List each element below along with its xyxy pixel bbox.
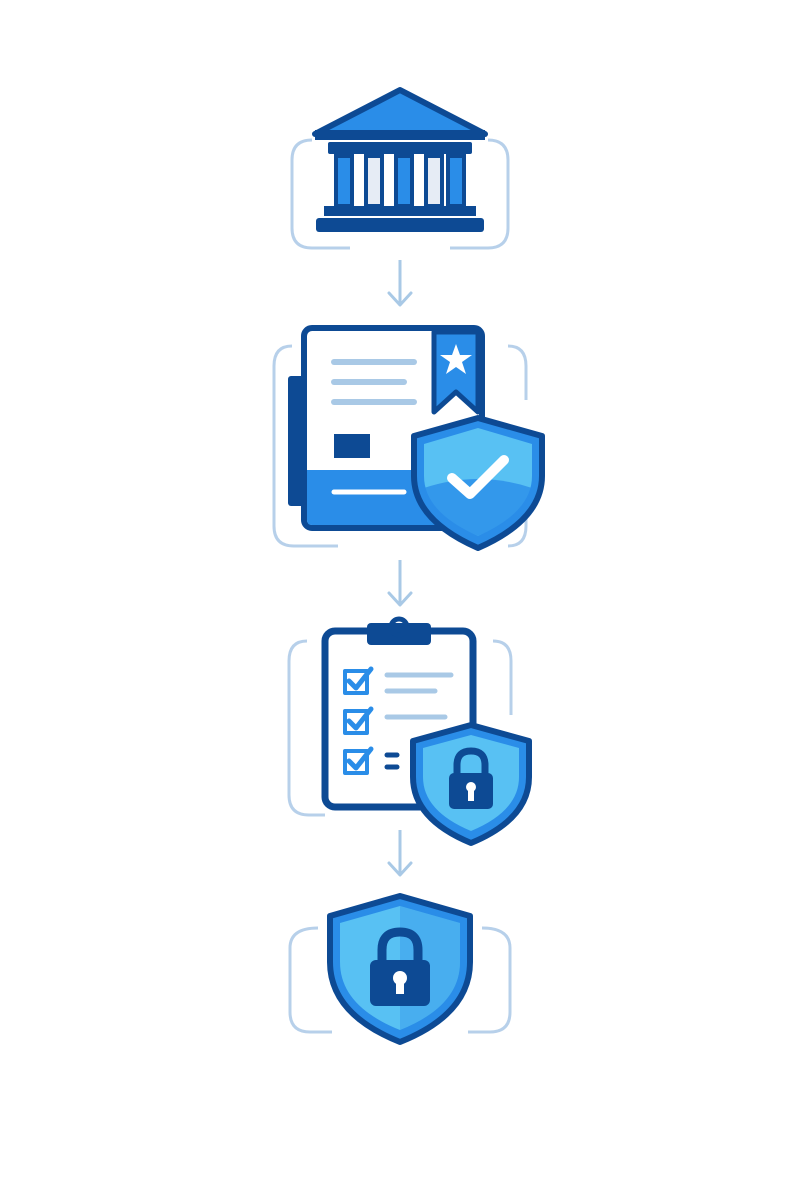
arrow-down-icon (385, 560, 415, 610)
step-lock-shield (280, 890, 520, 1050)
step-checklist (285, 615, 535, 847)
bank-building-icon (290, 87, 510, 250)
step-certified-document (268, 320, 548, 555)
arrow-down-icon (385, 830, 415, 880)
certified-document-shield-check-icon (272, 325, 545, 551)
lock-shield-icon (288, 893, 512, 1045)
step-bank (280, 80, 520, 255)
checklist-clipboard-lock-shield-icon (287, 616, 532, 846)
arrow-down-icon (385, 260, 415, 310)
